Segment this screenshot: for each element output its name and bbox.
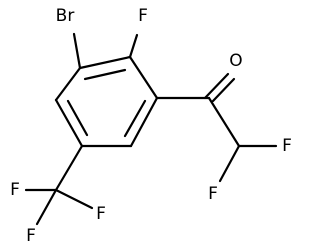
chemical-structure-diagram: Br F O F F F F F [10, 6, 292, 246]
carbonyl-double-bond-a [203, 72, 230, 100]
bond-ring-to-cf3 [54, 144, 84, 192]
ring-double-bond-inner-3 [66, 99, 89, 137]
atom-difluoro-f-right-label: F [282, 136, 292, 156]
ring-bond-c6-c1 [54, 66, 82, 102]
benzene-ring [54, 55, 159, 148]
ring-double-bond-inner-2 [123, 99, 147, 138]
ring-bond-c2-c3 [128, 55, 159, 100]
bond-cf3-to-f-right [54, 188, 94, 210]
ring-double-bond-inner-1 [83, 68, 127, 81]
atom-carbonyl-oxygen-label: O [229, 51, 242, 71]
bond-ring-to-fluorine [128, 33, 139, 59]
ring-bond-c3-c4 [129, 96, 159, 148]
bond-cf3-to-f-bottom [35, 188, 58, 226]
bond-chf2-to-f-bottom [218, 144, 241, 183]
atom-cf3-f-bottom-label: F [26, 226, 36, 246]
atom-ring-fluorine-label: F [138, 6, 148, 26]
bond-carbonyl-to-chf2 [207, 96, 241, 148]
atom-cf3-f-left-label: F [10, 180, 20, 200]
atom-cf3-f-right-label: F [96, 204, 106, 224]
bond-ring-to-bromine [72, 32, 82, 70]
atom-difluoro-f-bottom-label: F [208, 184, 218, 204]
atom-bromine-label: Br [56, 6, 75, 26]
ring-bond-c1-c2 [78, 55, 132, 70]
carbonyl-double-bond-b [211, 77, 236, 103]
ring-bond-c5-c6 [54, 98, 84, 148]
